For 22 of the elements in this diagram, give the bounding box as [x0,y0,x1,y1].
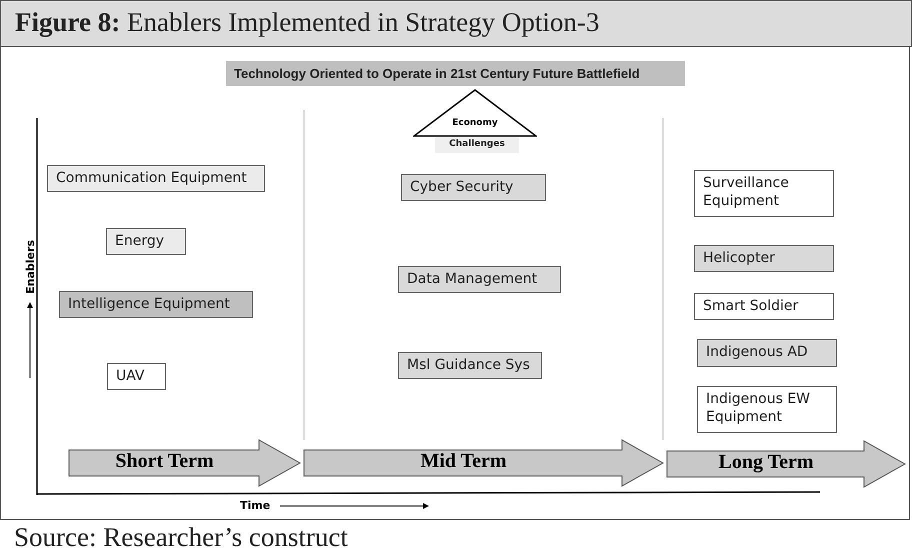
source-caption: Source: Researcher’s construct [14,522,348,553]
enabler-box: Communication Equipment [47,165,265,192]
enabler-box: UAV [107,363,166,390]
enabler-box: Helicopter [694,245,834,272]
label-box: Challenges [435,137,519,153]
axis-label: Time [240,499,270,512]
enabler-box: Smart Soldier [694,293,834,320]
axis-label: Enablers [24,240,37,294]
figure-title: Figure 8: Enablers Implemented in Strategy Option-3 [15,7,600,38]
enabler-box: Indigenous AD [697,339,837,367]
enabler-box: Data Management [398,266,561,293]
enabler-box: Surveillance Equipment [694,170,834,217]
enabler-box: Intelligence Equipment [59,291,253,318]
enabler-box: Indigenous EW Equipment [697,386,837,433]
enabler-box: Energy [106,228,186,255]
enabler-box: Msl Guidance Sys [398,352,542,379]
heading-bar: Technology Oriented to Operate in 21st Century Future Battlefield [226,61,685,86]
timeline-phase-band: Mid Term [303,439,664,487]
timeline-phase-band: Short Term [68,439,301,487]
enabler-box: Cyber Security [401,174,546,201]
timeline-phase-band: Long Term [666,440,906,488]
triangle-shape: Economy [413,89,537,137]
